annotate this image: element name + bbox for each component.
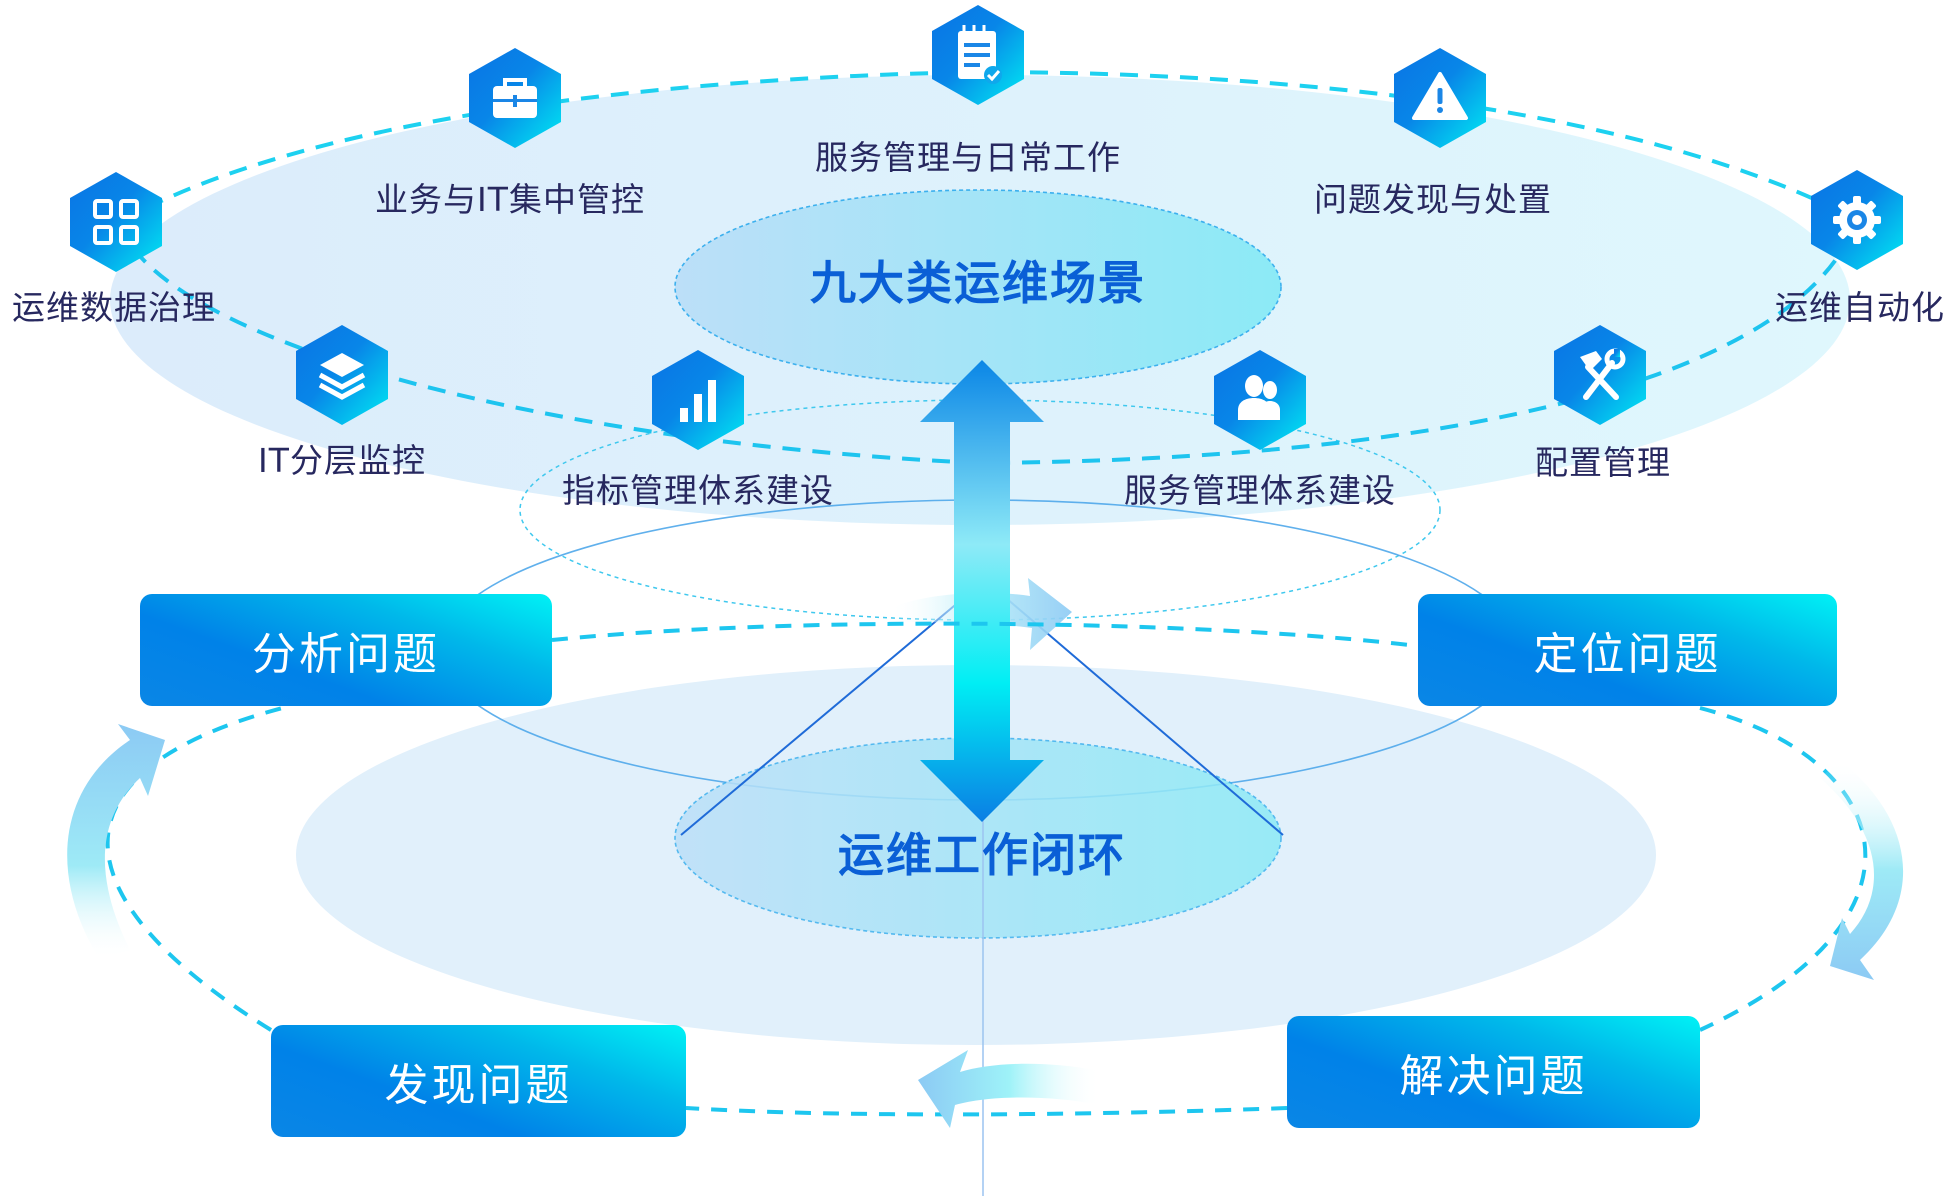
scenario-label: 问题发现与处置 (1314, 180, 1552, 219)
loop-arrow-bottom (918, 1050, 1100, 1128)
bidirectional-arrow (920, 360, 1044, 822)
scenario-label: 业务与IT集中管控 (375, 180, 645, 219)
gear-icon (1811, 170, 1903, 270)
top-core-ellipse (674, 189, 1282, 385)
scenario-label: 指标管理体系建设 (562, 471, 834, 510)
scenario-node-business-it-control[interactable] (467, 46, 563, 150)
scenario-label: 服务管理体系建设 (1124, 471, 1396, 510)
bottom-core-title: 运维工作闭环 (838, 828, 1126, 882)
loop-arrow-left (67, 724, 165, 960)
step-resolve-problem[interactable]: 解决问题 (1287, 1016, 1700, 1128)
step-locate-problem[interactable]: 定位问题 (1418, 594, 1837, 706)
scenario-label: 运维数据治理 (12, 288, 216, 327)
step-analyze-problem[interactable]: 分析问题 (140, 594, 552, 706)
top-core-title: 九大类运维场景 (810, 256, 1146, 310)
loop-arrow-right (1820, 760, 1904, 980)
scenario-label: 配置管理 (1535, 443, 1671, 482)
tools-icon (1554, 325, 1646, 425)
warning-icon (1394, 48, 1486, 148)
notepad-check-icon (932, 5, 1024, 105)
cone-line-left (680, 579, 986, 836)
briefcase-icon (469, 48, 561, 148)
bar-chart-icon (652, 350, 744, 450)
step-discover-problem[interactable]: 发现问题 (271, 1025, 686, 1137)
scenario-node-metrics-system[interactable] (650, 348, 746, 452)
grid-icon (70, 172, 162, 272)
scenario-node-data-governance[interactable] (68, 170, 164, 274)
scenario-node-ops-automation[interactable] (1809, 168, 1905, 272)
scenario-label: 服务管理与日常工作 (815, 138, 1121, 177)
layers-icon (296, 325, 388, 425)
users-icon (1214, 350, 1306, 450)
scenario-node-it-layered-monitoring[interactable] (294, 323, 390, 427)
scenario-node-problem-handling[interactable] (1392, 46, 1488, 150)
scenario-node-config-management[interactable] (1552, 323, 1648, 427)
loop-ring (105, 621, 1868, 1117)
scenario-label: 运维自动化 (1775, 288, 1945, 327)
scenario-node-service-daily-work[interactable] (930, 3, 1026, 107)
scenario-label: IT分层监控 (258, 441, 426, 480)
scenario-node-service-system[interactable] (1212, 348, 1308, 452)
